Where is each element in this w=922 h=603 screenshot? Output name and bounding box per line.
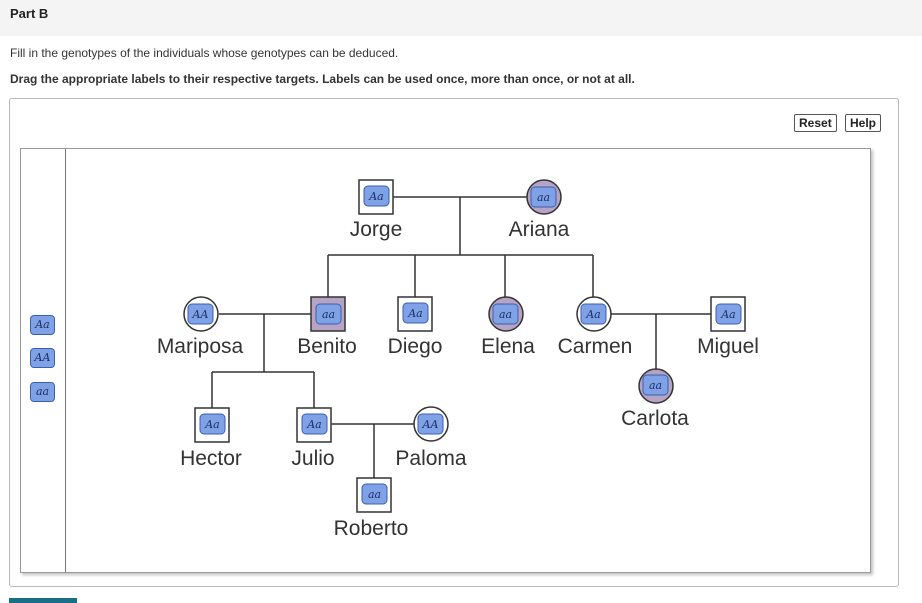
name-diego: Diego [388, 335, 443, 358]
genotype-label: aa [322, 308, 335, 321]
pedigree-jorge[interactable]: Aa Jorge [350, 179, 403, 241]
name-hector: Hector [180, 447, 242, 470]
genotype-label: aa [368, 488, 381, 501]
label-bank-item-aa[interactable]: aa [30, 382, 55, 402]
instruction-text: Fill in the genotypes of the individuals… [10, 46, 399, 60]
name-carlota: Carlota [621, 407, 689, 430]
name-miguel: Miguel [697, 335, 759, 358]
pedigree-lines [211, 196, 711, 478]
name-benito: Benito [297, 335, 357, 358]
genotype-label: aa [649, 379, 662, 392]
genotype-label: Aa [585, 308, 601, 321]
genotype-label: Aa [368, 190, 384, 203]
drag-instruction-text: Drag the appropriate labels to their res… [10, 72, 635, 86]
pedigree-diego[interactable]: Aa Diego [388, 296, 443, 358]
genotype-label: aa [499, 308, 512, 321]
submit-button-edge[interactable] [9, 598, 77, 603]
part-title: Part B [10, 6, 49, 21]
reset-button[interactable]: Reset [794, 114, 837, 132]
pedigree-roberto[interactable]: aa Roberto [334, 477, 409, 540]
name-mariposa: Mariposa [157, 335, 244, 358]
pedigree-benito[interactable]: aa Benito [297, 296, 357, 358]
genotype-label: aa [537, 191, 550, 204]
genotype-label: Aa [204, 418, 220, 431]
pedigree-hector[interactable]: Aa Hector [180, 407, 242, 470]
name-julio: Julio [291, 447, 334, 470]
name-roberto: Roberto [334, 517, 409, 540]
pedigree-mariposa[interactable]: AA Mariposa [157, 296, 244, 358]
label-bank-item-AA[interactable]: AA [30, 348, 55, 368]
genotype-label: AA [422, 418, 439, 431]
name-paloma: Paloma [395, 447, 467, 470]
pedigree-panel [20, 148, 871, 573]
name-elena: Elena [481, 335, 535, 358]
name-jorge: Jorge [350, 218, 403, 241]
pedigree-carlota[interactable]: aa Carlota [621, 368, 689, 430]
part-header [0, 0, 922, 36]
name-ariana: Ariana [509, 218, 570, 241]
name-carmen: Carmen [558, 335, 633, 358]
label-bank-divider [65, 149, 66, 572]
pedigree-elena[interactable]: aa Elena [481, 296, 535, 358]
genotype-label: Aa [407, 307, 423, 320]
genotype-label: Aa [720, 308, 736, 321]
genotype-label: Aa [306, 418, 322, 431]
pedigree-miguel[interactable]: Aa Miguel [697, 296, 759, 358]
pedigree-paloma[interactable]: AA Paloma [395, 406, 467, 470]
genotype-label: AA [192, 308, 209, 321]
pedigree-julio[interactable]: Aa Julio [291, 407, 335, 470]
pedigree-carmen[interactable]: Aa Carmen [558, 296, 633, 358]
label-bank-item-Aa[interactable]: Aa [30, 315, 55, 335]
help-button[interactable]: Help [845, 114, 882, 132]
pedigree-ariana[interactable]: aa Ariana [509, 179, 570, 241]
